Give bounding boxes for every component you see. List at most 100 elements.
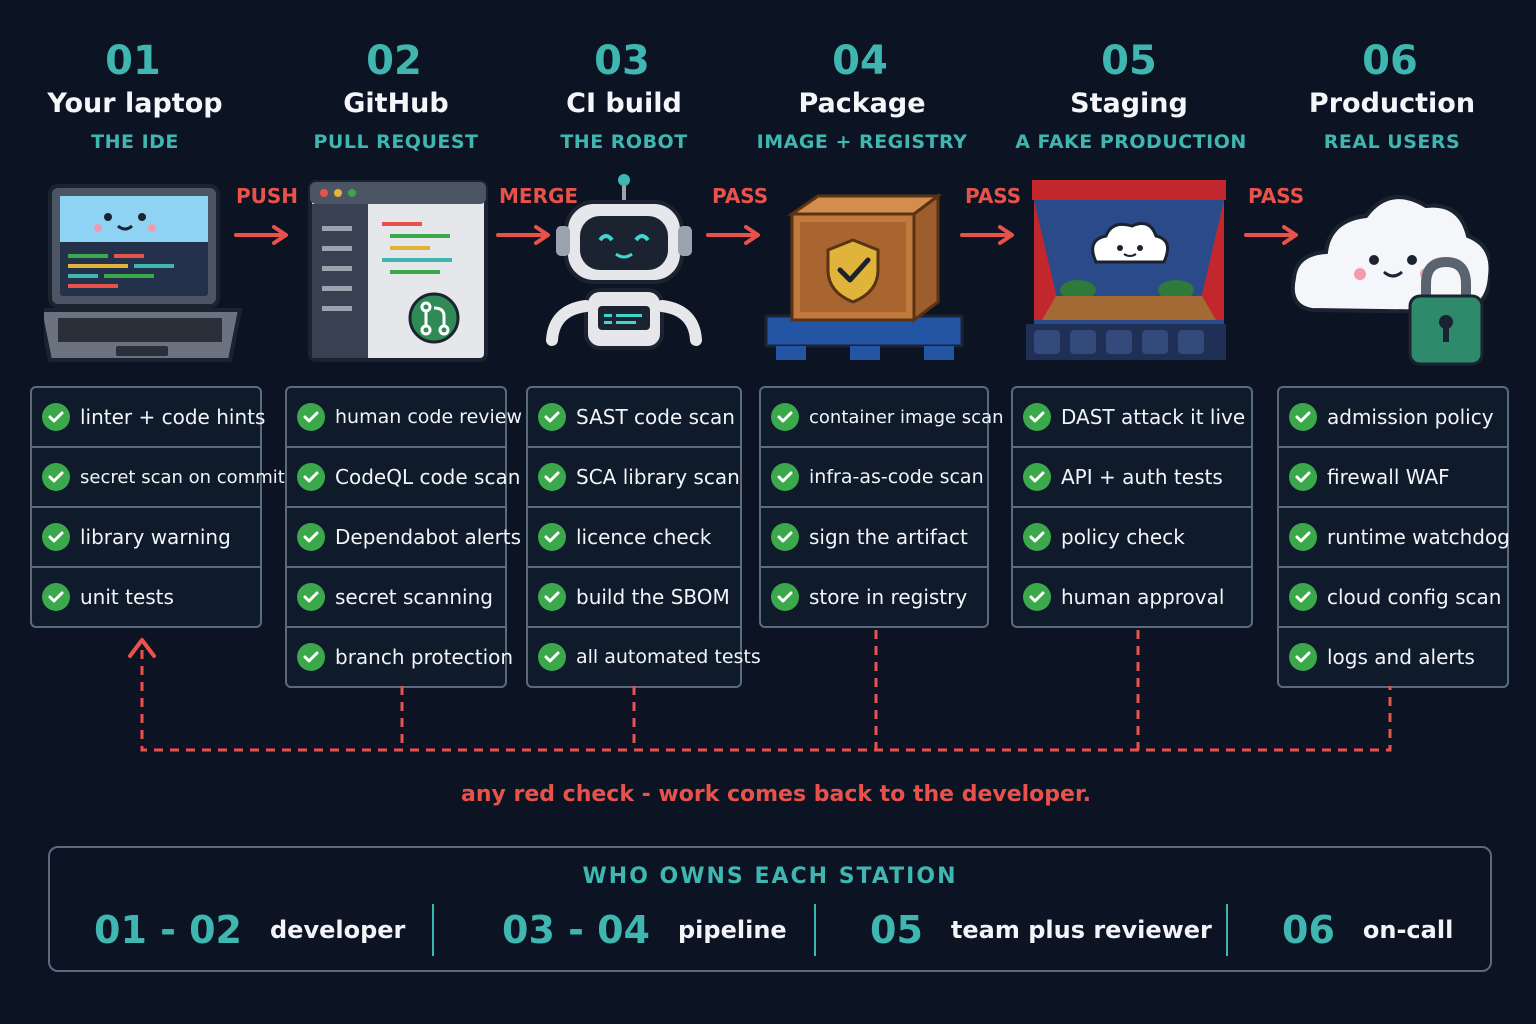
flow-label-merge: MERGE [499, 184, 579, 208]
check-item: all automated tests [528, 628, 761, 686]
theater-stage-icon [1026, 180, 1226, 360]
check-item: policy check [1013, 508, 1251, 568]
check-item: CodeQL code scan [287, 448, 520, 508]
station-number: 04 [832, 38, 888, 84]
owner-group: 03 - 04 pipeline [502, 902, 787, 958]
check-item: store in registry [761, 568, 987, 626]
station-title: Staging [1070, 88, 1188, 119]
green-check-icon [1289, 463, 1317, 491]
owner-name: developer [270, 916, 406, 944]
right-arrow-icon [496, 225, 550, 245]
check-item: API + auth tests [1013, 448, 1251, 508]
check-item: admission policy [1279, 388, 1507, 448]
check-label: CodeQL code scan [335, 465, 521, 489]
station-subtitle: IMAGE + REGISTRY [756, 131, 968, 153]
flow-label-pass: PASS [965, 184, 1022, 208]
owner-range: 05 [870, 908, 923, 952]
check-label: cloud config scan [1327, 585, 1502, 609]
owner-group: 05 team plus reviewer [870, 902, 1212, 958]
check-item: library warning [32, 508, 260, 568]
green-check-icon [42, 403, 70, 431]
laptop-icon [44, 184, 243, 362]
owner-range: 03 - 04 [502, 908, 650, 952]
station-title: Package [798, 88, 926, 119]
check-label: admission policy [1327, 405, 1494, 429]
station-number: 02 [366, 38, 422, 84]
robot-icon [546, 174, 702, 350]
check-item: secret scanning [287, 568, 505, 628]
check-item: firewall WAF [1279, 448, 1507, 508]
check-item: linter + code hints [32, 388, 265, 448]
right-arrow-icon [706, 225, 760, 245]
check-label: container image scan [809, 406, 1004, 428]
station-title: CI build [566, 88, 682, 119]
station-title: GitHub [343, 88, 449, 119]
green-check-icon [297, 643, 325, 671]
checklist-station-05: DAST attack it live API + auth tests pol… [1011, 386, 1253, 628]
check-label: API + auth tests [1061, 465, 1223, 489]
green-check-icon [1023, 523, 1051, 551]
green-check-icon [771, 463, 799, 491]
owner-divider [1226, 904, 1228, 956]
green-check-icon [42, 583, 70, 611]
checklist-station-03: SAST code scan SCA library scan licence … [526, 386, 761, 688]
green-check-icon [1023, 463, 1051, 491]
check-item: logs and alerts [1279, 628, 1507, 686]
check-label: SCA library scan [576, 465, 740, 489]
green-check-icon [771, 583, 799, 611]
green-check-icon [1023, 403, 1051, 431]
station-number: 05 [1101, 38, 1157, 84]
green-check-icon [297, 523, 325, 551]
right-arrow-icon [234, 225, 288, 245]
flow-label-pass: PASS [712, 184, 769, 208]
check-label: policy check [1061, 525, 1185, 549]
check-item: unit tests [32, 568, 260, 626]
check-label: runtime watchdog [1327, 525, 1510, 549]
check-label: secret scanning [335, 585, 493, 609]
check-label: unit tests [80, 585, 174, 609]
check-label: human code review [335, 406, 523, 428]
check-item: SCA library scan [528, 448, 740, 508]
owner-range: 06 [1282, 908, 1335, 952]
check-label: licence check [576, 525, 712, 549]
owner-range: 01 - 02 [94, 908, 242, 952]
station-subtitle: PULL REQUEST [313, 131, 479, 153]
owner-divider [814, 904, 816, 956]
right-arrow-icon [1244, 225, 1298, 245]
station-number: 03 [594, 38, 650, 84]
green-check-icon [42, 523, 70, 551]
check-item: human code review [287, 388, 522, 448]
owner-name: on-call [1362, 916, 1454, 944]
check-label: branch protection [335, 645, 514, 669]
green-check-icon [42, 463, 70, 491]
owner-name: pipeline [678, 916, 787, 944]
check-item: build the SBOM [528, 568, 740, 628]
green-check-icon [1023, 583, 1051, 611]
checklist-station-02: human code review CodeQL code scan Depen… [285, 386, 522, 688]
checklist-station-06: admission policy firewall WAF runtime wa… [1277, 386, 1510, 688]
check-label: human approval [1061, 585, 1225, 609]
check-item: Dependabot alerts [287, 508, 521, 568]
owner-name: team plus reviewer [950, 916, 1212, 944]
check-item: DAST attack it live [1013, 388, 1251, 448]
green-check-icon [538, 403, 566, 431]
green-check-icon [1289, 643, 1317, 671]
green-check-icon [538, 583, 566, 611]
green-check-icon [297, 583, 325, 611]
browser-pull-request-icon [308, 180, 488, 362]
station-subtitle: A FAKE PRODUCTION [1015, 131, 1247, 153]
check-label: Dependabot alerts [335, 525, 522, 549]
station-subtitle: THE IDE [91, 131, 179, 153]
owners-panel: WHO OWNS EACH STATION 01 - 02 developer … [48, 846, 1492, 972]
check-item: runtime watchdog [1279, 508, 1510, 568]
green-check-icon [538, 463, 566, 491]
station-subtitle: THE ROBOT [560, 131, 688, 153]
check-item: container image scan [761, 388, 1004, 448]
owner-divider [432, 904, 434, 956]
flow-label-push: PUSH [236, 184, 299, 208]
check-label: all automated tests [576, 646, 761, 668]
check-label: firewall WAF [1327, 465, 1450, 489]
green-check-icon [1289, 403, 1317, 431]
